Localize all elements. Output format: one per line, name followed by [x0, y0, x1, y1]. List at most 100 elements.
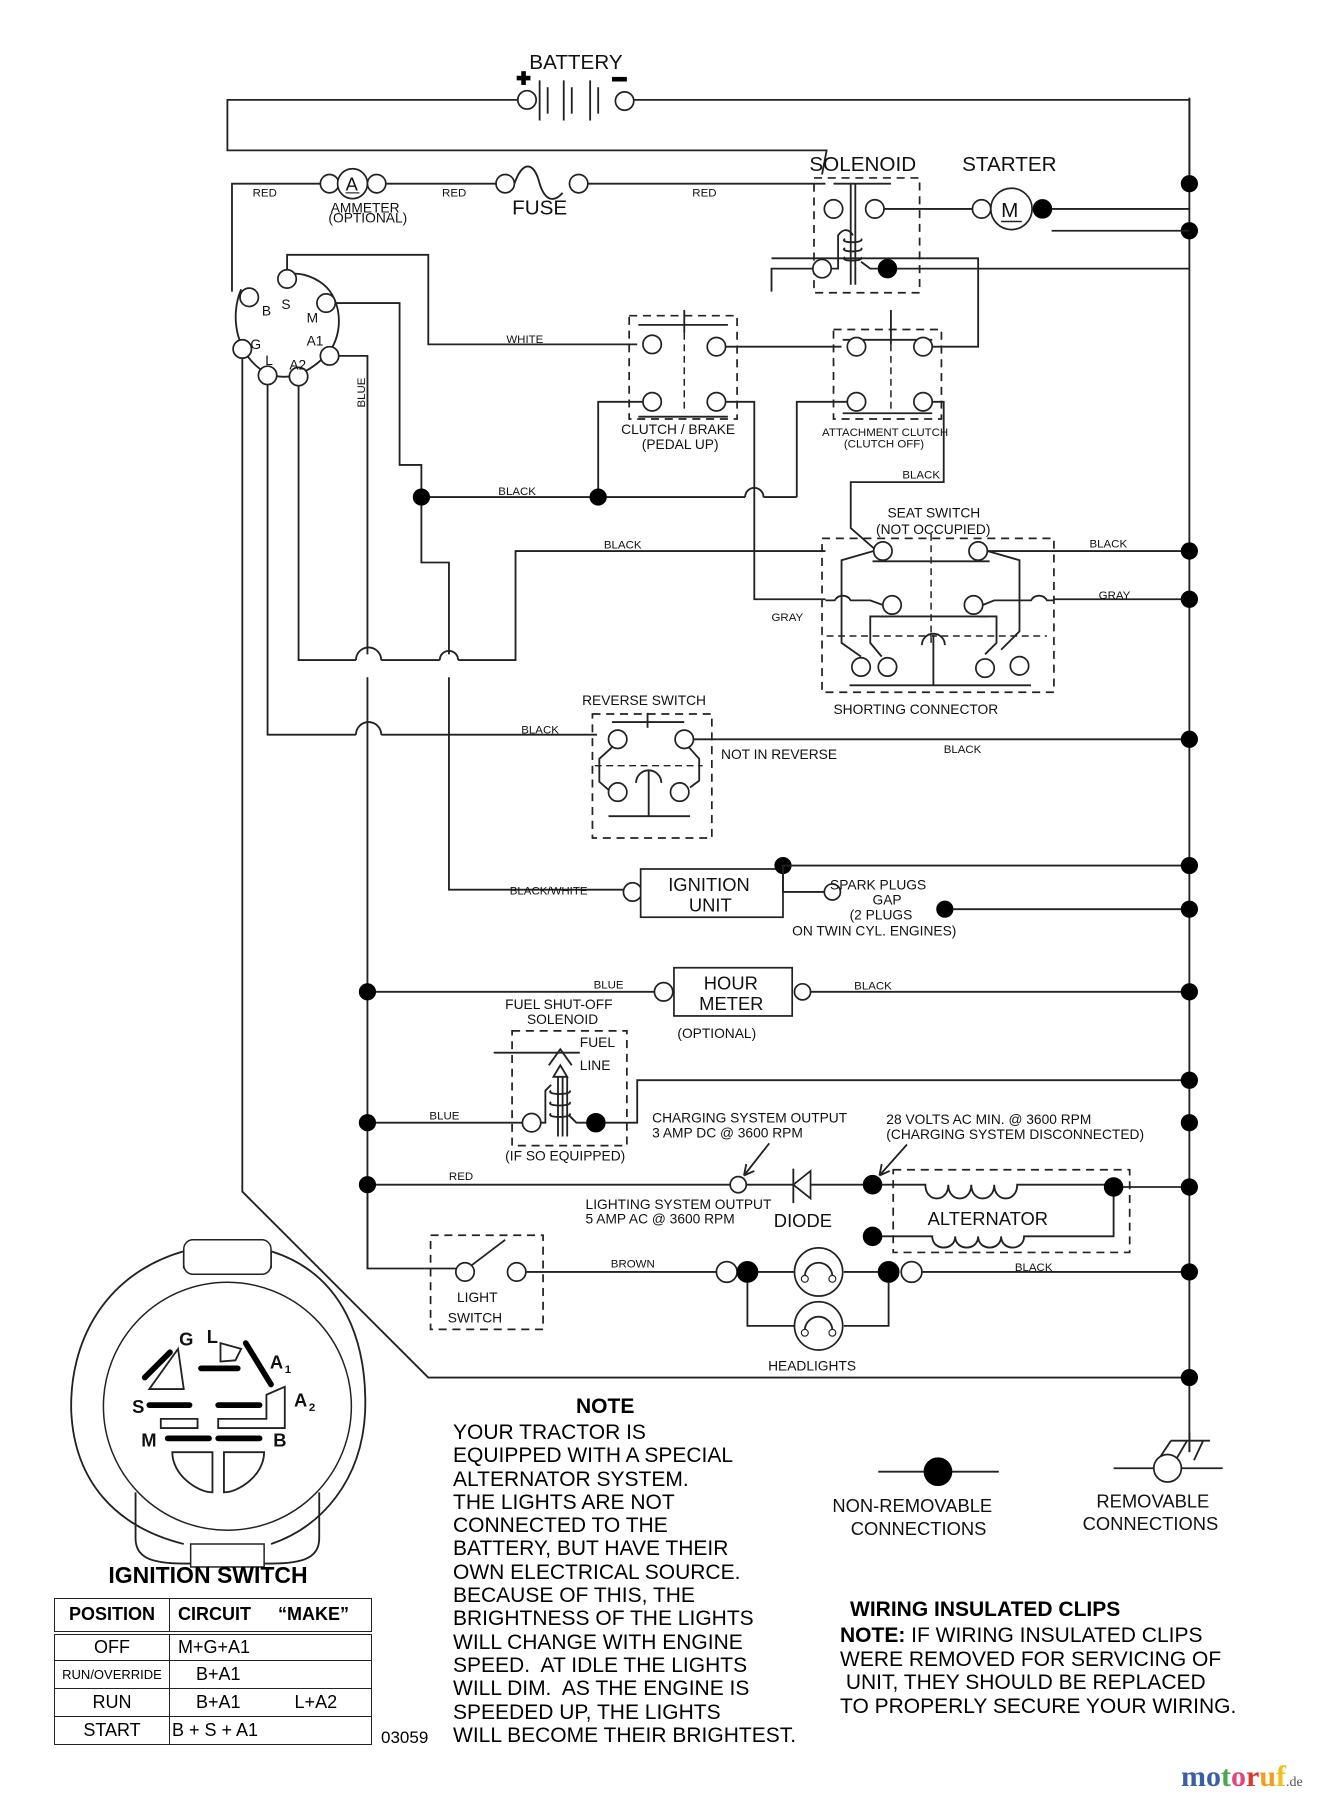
clutch-brake-switch: CLUTCH / BRAKE (PEDAL UP) [621, 309, 738, 452]
position-cell: RUN/OVERRIDE [54, 1660, 170, 1689]
battery: BATTERY [226, 51, 1191, 184]
battery-label: BATTERY [529, 51, 623, 74]
ignition-switch-title: IGNITION SWITCH [108, 1562, 308, 1588]
position-cell: RUN [54, 1688, 170, 1717]
diagram-code: 03059 [381, 1728, 429, 1747]
removable-connection-icon [1152, 1453, 1183, 1483]
position-cell: OFF [54, 1632, 170, 1661]
attachment-clutch-switch: ATTACHMENT CLUTCH (CLUTCH OFF) [822, 309, 948, 451]
light-switch-label-1: LIGHT [457, 1290, 498, 1305]
note-line: BECAUSE OF THIS, THE [453, 1584, 695, 1608]
headlights: HEADLIGHTS [715, 1246, 923, 1374]
circuit-value: B + S + A1 [172, 1720, 259, 1740]
note-title: NOTE [576, 1395, 635, 1418]
wire-label-black: BLACK [604, 540, 642, 552]
clips-line: UNIT, THEY SHOULD BE REPLACED [840, 1671, 1206, 1694]
light-switch: LIGHT SWITCH [429, 1234, 544, 1331]
legend-non-removable-2: CONNECTIONS [851, 1518, 987, 1539]
face-label-b: B [273, 1429, 286, 1450]
table-header-row: POSITION CIRCUIT “MAKE” [54, 1598, 372, 1633]
circuit-cell: B + S + A1 [169, 1716, 372, 1745]
circuit-value: B+A1 [196, 1664, 241, 1684]
legend-removable-1: REMOVABLE [1096, 1490, 1209, 1511]
header-make: “MAKE” [278, 1604, 350, 1625]
fuel-shutoff-solenoid: FUEL SHUT-OFF SOLENOID FUEL LINE (IF SO … [493, 997, 628, 1164]
clutch-brake-label: CLUTCH / BRAKE [621, 422, 735, 437]
ammeter: A AMMETER (OPTIONAL) [231, 167, 407, 292]
reverse-switch-label: REVERSE SWITCH [582, 693, 706, 708]
ignition-unit-label-2: UNIT [689, 894, 732, 915]
watermark-letter: o [1231, 1760, 1246, 1793]
note-line: OWN ELECTRICAL SOURCE. [453, 1560, 741, 1584]
wire-label-gray: GRAY [1099, 590, 1131, 602]
clips-line: NOTE: IF WIRING INSULATED CLIPS [840, 1624, 1203, 1647]
watermark-letter: r [1246, 1760, 1260, 1793]
clips-line: TO PROPERLY SECURE YOUR WIRING. [840, 1694, 1237, 1718]
spark-plugs-label-3: (2 PLUGS [850, 908, 913, 923]
diode: DIODE [774, 1168, 832, 1231]
solenoid-label: SOLENOID [809, 153, 916, 176]
wire-label-white: WHITE [506, 334, 543, 346]
face-label-g: G [179, 1328, 193, 1349]
spark-plugs-label-1: SPARK PLUGS [830, 878, 926, 893]
wire-label-blue: BLUE [356, 377, 368, 407]
seat-switch: SEAT SWITCH (NOT OCCUPIED) SHORTING CONN… [821, 506, 1055, 717]
wire-label-brown: BROWN [611, 1258, 655, 1270]
position-cell: START [54, 1716, 170, 1745]
wire-label-red: RED [253, 187, 277, 199]
ignition-switch-panel: IGNITION SWITCH [52, 1562, 384, 1589]
clips-title: WIRING INSULATED CLIPS [850, 1598, 1121, 1621]
solenoid: SOLENOID [809, 153, 921, 294]
lighting-label-1: LIGHTING SYSTEM OUTPUT [586, 1197, 772, 1212]
face-label-l: L [207, 1326, 218, 1347]
wire-label-black: BLACK [1090, 539, 1128, 551]
note-line: BATTERY, BUT HAVE THEIR [453, 1537, 729, 1561]
header-position: POSITION [54, 1598, 170, 1633]
wire-label-black: BLACK [1015, 1262, 1053, 1274]
terminal-b: B [262, 304, 271, 319]
wire-label-black-white: BLACK/WHITE [510, 885, 588, 897]
header-circuit: CIRCUIT [178, 1604, 251, 1625]
wire-label-red: RED [442, 187, 466, 199]
watermark-letter: f [1276, 1760, 1287, 1793]
note-line: WILL CHANGE WITH ENGINE [453, 1630, 743, 1654]
clips-line: WERE REMOVED FOR SERVICING OF [840, 1647, 1222, 1671]
watermark-letter: o [1206, 1760, 1221, 1793]
terminal-m: M [307, 311, 318, 326]
non-removable-connection-icon [923, 1457, 953, 1487]
battery-negative-icon [611, 76, 627, 82]
connection-legend: NON-REMOVABLE CONNECTIONS REMOVABLE CONN… [832, 1453, 1223, 1539]
ammeter-optional: (OPTIONAL) [328, 211, 407, 226]
clutch-brake-sub: (PEDAL UP) [642, 437, 719, 452]
legend-removable-2: CONNECTIONS [1083, 1513, 1219, 1534]
watermark-suffix: .de [1286, 1775, 1303, 1790]
wire-label-gray: GRAY [772, 612, 804, 624]
note-line: SPEEDED UP, THE LIGHTS [453, 1700, 721, 1724]
note-line: WILL BECOME THEIR BRIGHTEST. [453, 1723, 797, 1747]
watermark-letter: u [1259, 1760, 1277, 1793]
headlights-label: HEADLIGHTS [768, 1359, 856, 1374]
wire-label-black: BLACK [521, 725, 559, 737]
hour-meter-label-1: HOUR [704, 973, 758, 994]
terminal-g: G [250, 337, 261, 352]
face-label-a2: A [294, 1389, 307, 1410]
note-line: EQUIPPED WITH A SPECIAL [453, 1444, 734, 1468]
wire-label-blue: BLUE [594, 979, 624, 991]
make-value: L+A2 [294, 1692, 338, 1712]
wire-label-black: BLACK [854, 981, 892, 993]
wire-label-black: BLACK [902, 470, 940, 482]
wire-label-black: BLACK [498, 486, 536, 498]
hour-meter: HOUR METER (OPTIONAL) [653, 966, 812, 1041]
fuse-label: FUSE [512, 197, 567, 220]
face-label-m: M [141, 1429, 156, 1450]
fuel-solenoid-label-1: FUEL SHUT-OFF [505, 997, 612, 1012]
terminal-s: S [281, 297, 290, 312]
circuit-cell: M+G+A1 [169, 1632, 372, 1661]
